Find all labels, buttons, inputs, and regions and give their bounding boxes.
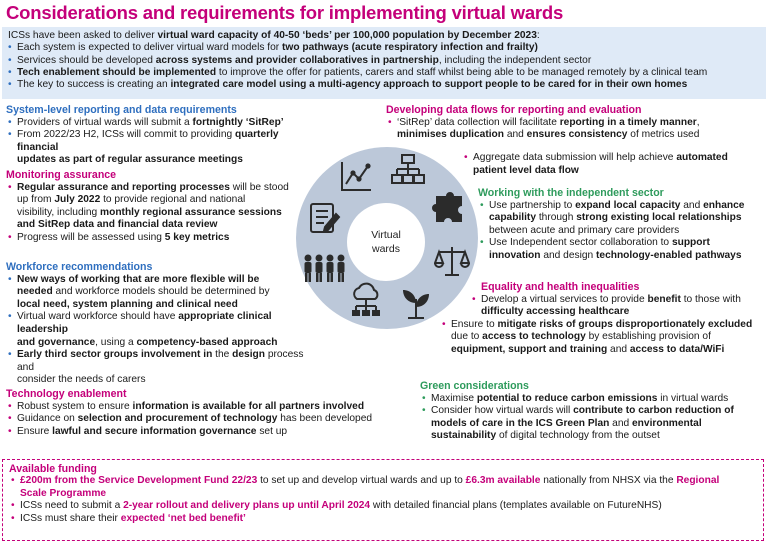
intro-bullet: Tech enablement should be implemented to… — [8, 67, 760, 80]
independent-section: Working with the independent sector Use … — [478, 187, 766, 263]
bullet: New ways of working that are more flexib… — [6, 274, 306, 312]
green-section: Green considerations Maximise potential … — [420, 380, 766, 443]
section-heading: Available funding — [9, 463, 97, 475]
intro-box: ICSs have been asked to deliver virtual … — [2, 27, 766, 99]
section-heading: Green considerations — [420, 380, 529, 392]
line-chart-icon — [338, 158, 374, 194]
bullet: Use Independent sector collaboration to … — [478, 237, 766, 262]
bullet: Ensure lawful and secure information gov… — [6, 426, 426, 439]
seedling-icon — [398, 285, 434, 321]
page-title: Considerations and requirements for impl… — [6, 2, 564, 23]
bullet: Aggregate data submission will help achi… — [462, 152, 762, 177]
bullet: ICSs need to submit a 2-year rollout and… — [9, 500, 757, 513]
workforce-section: Workforce recommendations New ways of wo… — [6, 261, 306, 387]
checklist-icon — [306, 200, 342, 236]
data-flows-subsection: Aggregate data submission will help achi… — [462, 152, 762, 177]
section-heading: Monitoring assurance — [6, 169, 117, 181]
section-heading: Technology enablement — [6, 388, 127, 400]
section-heading: System-level reporting and data requirem… — [6, 104, 237, 116]
intro-bullet: The key to success is creating an integr… — [8, 79, 760, 92]
bullet: Use partnership to expand local capacity… — [478, 200, 766, 238]
section-heading: Workforce recommendations — [6, 261, 153, 273]
puzzle-icon — [432, 190, 468, 226]
data-flows-section: Developing data flows for reporting and … — [386, 104, 764, 142]
cloud-network-icon — [348, 282, 384, 318]
bullet: Robust system to ensure information is a… — [6, 401, 426, 414]
bullet: Guidance on selection and procurement of… — [6, 413, 426, 426]
section-heading: Developing data flows for reporting and … — [386, 104, 642, 116]
intro-line: ICSs have been asked to deliver virtual … — [8, 30, 540, 41]
scales-icon — [433, 243, 471, 279]
bullet: Ensure to mitigate risks of groups dispr… — [440, 319, 766, 357]
technology-section: Technology enablement Robust system to e… — [6, 388, 426, 438]
bullet: From 2022/23 H2, ICSs will commit to pro… — [6, 129, 306, 167]
people-group-icon — [302, 249, 346, 285]
system-reporting-section: System-level reporting and data requirem… — [6, 104, 306, 167]
equality-section: Equality and health inequalities Develop… — [440, 281, 766, 357]
section-heading: Working with the independent sector — [478, 187, 664, 199]
bullet: Maximise potential to reduce carbon emis… — [420, 393, 766, 406]
intro-bullet: Services should be developed across syst… — [8, 55, 760, 68]
funding-box: Available funding £200m from the Service… — [2, 459, 764, 541]
bullet: Consider how virtual wards will contribu… — [420, 405, 766, 443]
bullet: Develop a virtual services to provide be… — [470, 294, 766, 319]
section-heading: Equality and health inequalities — [481, 281, 640, 293]
intro-bullet: Each system is expected to deliver virtu… — [8, 42, 760, 55]
bullet: £200m from the Service Development Fund … — [9, 475, 757, 500]
bullet: Progress will be assessed using 5 key me… — [6, 232, 306, 245]
hub-center — [347, 203, 425, 281]
bullet: Early third sector groups involvement in… — [6, 349, 306, 387]
bullet: ICSs must share their expected ‘net bed … — [9, 513, 757, 526]
bullet: Regular assurance and reporting processe… — [6, 182, 306, 232]
org-chart-icon — [390, 152, 426, 188]
bullet: Virtual ward workforce should have appro… — [6, 311, 306, 349]
monitoring-section: Monitoring assurance Regular assurance a… — [6, 169, 306, 245]
bullet: Providers of virtual wards will submit a… — [6, 117, 306, 130]
bullet: ‘SitRep’ data collection will facilitate… — [386, 117, 764, 142]
